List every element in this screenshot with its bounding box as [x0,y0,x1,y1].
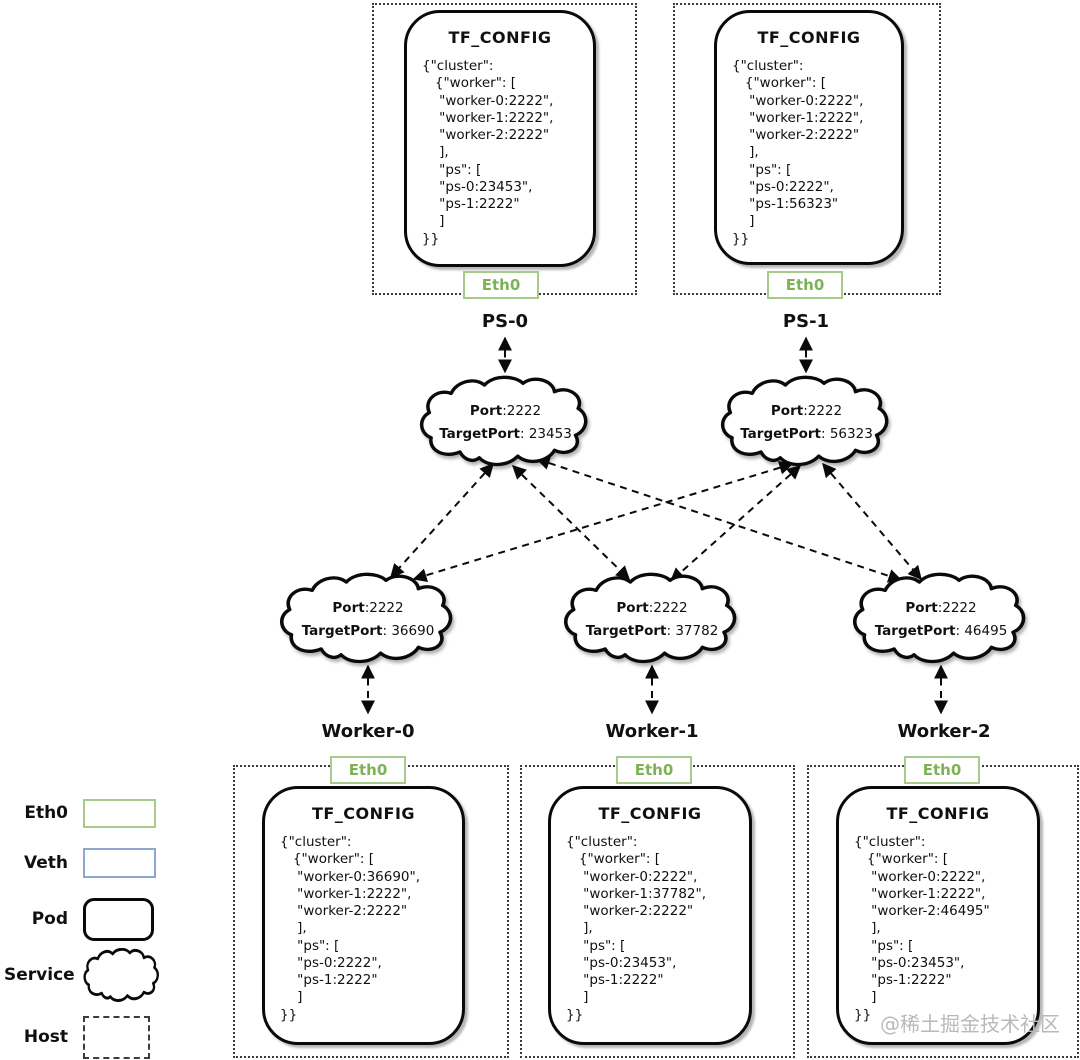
legend-item-host: Host [4,1013,150,1060]
legend-label: Veth [24,853,68,873]
arrow-ps1-w0 [412,460,794,583]
tf-config-title: TF_CONFIG [311,804,416,823]
service-cloud-worker-1: Port:2222 TargetPort: 37782 [562,572,742,664]
eth0-label: Eth0 [481,276,521,294]
eth0-swatch [83,798,156,828]
eth0-label: Eth0 [785,276,825,294]
pod-swatch [83,897,154,941]
legend-label: Pod [31,909,68,929]
legend-label: Service [4,965,75,985]
legend-label: Host [23,1027,68,1047]
service-cloud-worker-2: Port:2222 TargetPort: 46495 [851,572,1031,664]
eth0-box-ps-0: Eth0 [463,271,539,299]
service-port: Port:2222 [616,599,688,616]
tf-config-title: TF_CONFIG [598,804,702,823]
node-label-ps-1: PS-1 [782,311,830,332]
service-port: Port:2222 [332,599,404,616]
pod-worker-2: TF_CONFIG {"cluster": {"worker": [ "work… [836,786,1040,1045]
tf-config-json: {"cluster": {"worker": [ "worker-0:36690… [280,834,421,1023]
service-cloud-ps-0: Port:2222 TargetPort: 23453 [418,375,593,467]
service-cloud-ps-1: Port:2222 TargetPort: 56323 [719,375,894,467]
eth0-label: Eth0 [922,761,962,779]
eth0-box-ps-1: Eth0 [767,271,843,299]
tf-config-json: {"cluster": {"worker": [ "worker-0:2222"… [422,58,554,247]
veth-swatch [83,848,156,878]
service-targetport: TargetPort: 36690 [301,622,435,639]
arrow-ps0-w2 [535,456,903,583]
pod-worker-1: TF_CONFIG {"cluster": {"worker": [ "work… [548,786,752,1045]
service-port: Port:2222 [905,599,977,616]
eth0-box-worker-2: Eth0 [904,756,980,784]
eth0-box-worker-1: Eth0 [616,756,692,784]
eth0-box-worker-0: Eth0 [330,756,406,784]
service-targetport: TargetPort: 37782 [585,622,719,639]
pod-ps-0: TF_CONFIG {"cluster": {"worker": [ "work… [404,10,596,267]
host-swatch [83,1015,150,1059]
service-port: Port:2222 [469,402,542,419]
tf-config-title: TF_CONFIG [757,28,861,47]
legend-item-eth0: Eth0 [4,796,156,830]
node-label-worker-1: Worker-1 [605,721,699,742]
node-label-ps-0: PS-0 [481,311,529,332]
eth0-label: Eth0 [634,761,674,779]
service-targetport: TargetPort: 46495 [874,622,1008,639]
service-targetport: TargetPort: 23453 [439,425,572,442]
tf-config-json: {"cluster": {"worker": [ "worker-0:2222"… [854,834,990,1023]
node-label-worker-2: Worker-2 [897,721,991,742]
eth0-label: Eth0 [348,761,388,779]
service-port: Port:2222 [770,402,843,419]
service-cloud-worker-0: Port:2222 TargetPort: 36690 [278,572,458,664]
pod-worker-0: TF_CONFIG {"cluster": {"worker": [ "work… [262,786,465,1045]
tf-config-title: TF_CONFIG [448,28,552,47]
service-cloud-swatch [83,948,161,1002]
tf-config-json: {"cluster": {"worker": [ "worker-0:2222"… [732,58,864,247]
arrow-ps1-w2 [822,462,922,581]
watermark: @稀土掘金技术社区 [880,1012,1060,1036]
legend-item-pod: Pod [4,895,154,943]
arrow-ps1-w1 [669,465,802,582]
legend-label: Eth0 [24,803,68,823]
pod-ps-1: TF_CONFIG {"cluster": {"worker": [ "work… [714,10,904,265]
legend-item-service: Service [4,946,161,1004]
legend-item-veth: Veth [4,846,156,880]
node-label-worker-0: Worker-0 [321,721,415,742]
service-targetport: TargetPort: 56323 [740,425,873,442]
tf-config-title: TF_CONFIG [886,804,990,823]
tf-config-json: {"cluster": {"worker": [ "worker-0:2222"… [566,834,707,1023]
